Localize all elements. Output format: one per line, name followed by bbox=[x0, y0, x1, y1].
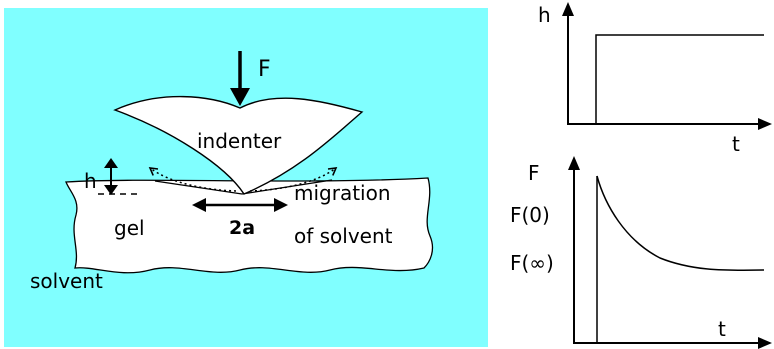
contact-width-arrow bbox=[192, 198, 288, 212]
depth-label: h bbox=[84, 169, 97, 193]
top-plot bbox=[562, 2, 772, 130]
force-relaxation-curve bbox=[596, 175, 765, 272]
solvent-label: solvent bbox=[30, 269, 103, 293]
indenter-shape bbox=[113, 95, 364, 195]
bottom-plot-finf-label: F(∞) bbox=[510, 251, 554, 275]
depth-step-curve bbox=[595, 34, 764, 124]
bottom-plot-f0-label: F(0) bbox=[510, 203, 550, 227]
top-plot-xlabel: t bbox=[732, 132, 740, 156]
bottom-plot-xlabel: t bbox=[718, 317, 726, 341]
force-arrow bbox=[230, 51, 250, 106]
force-label: F bbox=[258, 57, 271, 82]
migration-label-line1: migration bbox=[294, 181, 391, 205]
bottom-plot-ylabel: F bbox=[528, 161, 540, 185]
bottom-plot bbox=[568, 156, 772, 349]
gel-label: gel bbox=[114, 216, 145, 240]
depth-indicator bbox=[98, 158, 140, 195]
contact-width-label: 2a bbox=[229, 217, 255, 239]
top-plot-ylabel: h bbox=[538, 3, 551, 27]
migration-label-line2: of solvent bbox=[294, 224, 393, 248]
gel-block bbox=[65, 177, 434, 274]
indenter-label: indenter bbox=[197, 129, 282, 153]
indentation-surface bbox=[154, 179, 333, 195]
